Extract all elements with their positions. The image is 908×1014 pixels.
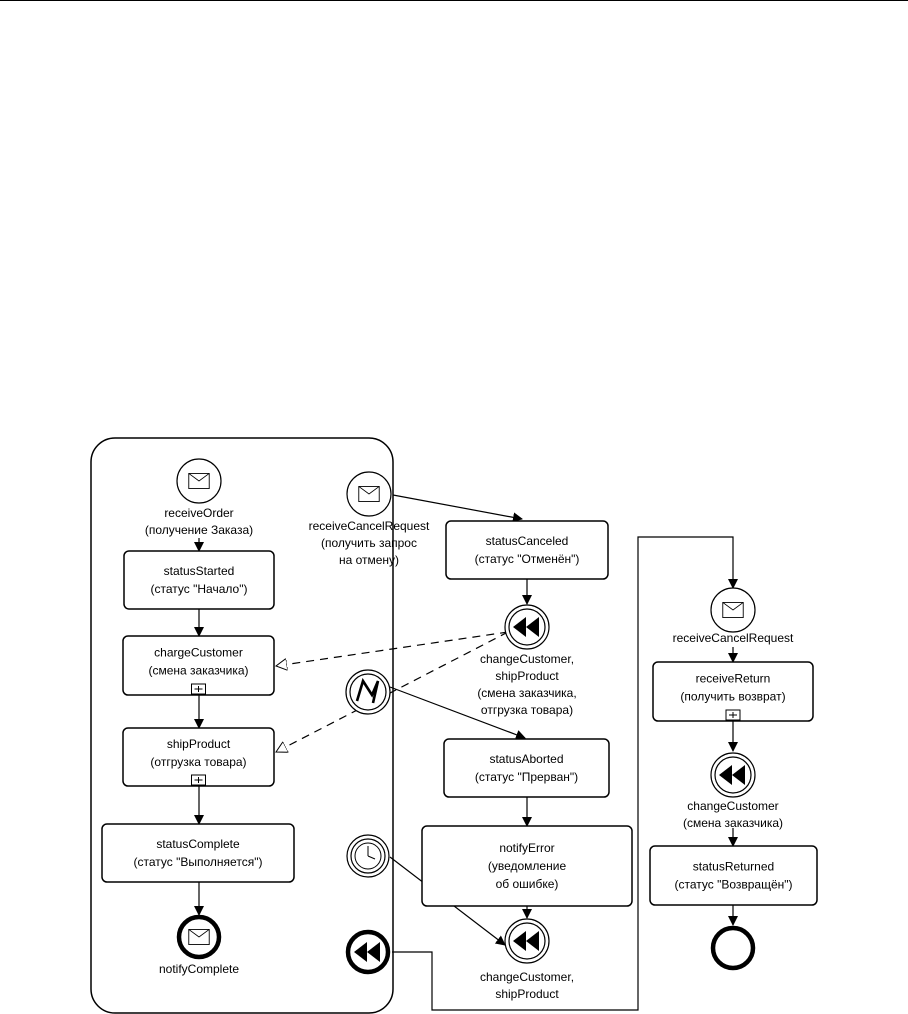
event-compensateCancel[interactable]: changeCustomer, shipProduct (смена заказчи… [477,604,577,717]
task-shipProduct[interactable]: shipProduct (отгрузка товара) [122,727,275,787]
main-process-container [90,437,394,1014]
end-circle-icon [710,925,756,971]
rewind-icon [345,929,391,975]
event-label-line: на отмену) [339,553,399,567]
task-label-line: statusReturned [693,860,774,874]
event-label-line: (смена заказчика, [477,686,576,700]
event-compensation[interactable] [345,929,391,975]
event-label-line: (получение Заказа) [145,523,253,537]
event-label-line: notifyComplete [159,962,239,976]
task-box [445,520,609,580]
compensation-associations [276,631,509,752]
event-endEvent[interactable] [710,925,756,971]
task-label-line: statusStarted [164,564,235,578]
task-label-line: chargeCustomer [154,646,243,660]
clock-icon [346,834,390,878]
tasks-layer: statusStarted (статус "Начало") chargeCust… [101,520,818,907]
event-compensateError[interactable]: changeCustomer, shipProduct [480,918,574,1001]
rewind-icon [710,752,756,798]
event-receiveOrder[interactable]: receiveOrder (получение Заказа) [145,458,253,537]
task-label-line: (получить возврат) [680,690,785,704]
event-label-line: changeCustomer, [480,652,574,666]
envelope-icon [176,914,222,960]
event-compensateReturn[interactable]: changeCustomer (смена заказчика) [683,752,783,830]
event-receiveCancelRequest2[interactable]: receiveCancelRequest [673,587,794,645]
task-statusCanceled[interactable]: statusCanceled (статус "Отменён") [445,520,609,580]
rewind-icon [504,604,550,650]
rewind-icon [504,918,550,964]
task-box [421,825,633,907]
task-chargeCustomer[interactable]: chargeCustomer (смена заказчика) [122,635,275,696]
task-notifyError[interactable]: notifyError (уведомление об ошибке) [421,825,633,907]
subprocess-plus-icon [191,683,206,695]
task-box [101,823,295,883]
task-label-line: (статус "Выполняется") [134,855,263,869]
envelope-icon [346,471,392,517]
lightning-icon [345,669,391,715]
task-label-line: statusAborted [489,752,563,766]
task-label-line: (статус "Начало") [151,582,248,596]
event-label-line: отгрузка товара) [481,703,573,717]
task-label-line: об ошибке) [496,877,559,891]
task-label-line: statusComplete [156,837,240,851]
event-label-line: (смена заказчика) [683,816,783,830]
task-box [122,635,275,696]
task-statusAborted[interactable]: statusAborted (статус "Прерван") [443,738,610,798]
subprocess-plus-icon [191,774,206,786]
task-box [443,738,610,798]
task-label-line: (статус "Прерван") [475,770,578,784]
task-statusStarted[interactable]: statusStarted (статус "Начало") [123,550,275,610]
events-layer: receiveOrder (получение Заказа) notifyComp… [145,458,794,1001]
task-receiveReturn[interactable]: receiveReturn (получить возврат) [652,661,814,722]
subprocess-plus-icon [725,709,741,721]
task-label-line: (статус "Отменён") [475,552,580,566]
task-box [652,661,814,722]
event-label-line: shipProduct [495,987,559,1001]
task-label-line: statusCanceled [486,534,569,548]
envelope-icon [710,587,756,633]
task-label-line: (смена заказчика) [148,664,248,678]
task-label-line: (отгрузка товара) [150,755,246,769]
task-label-line: shipProduct [167,737,231,751]
event-notifyComplete[interactable]: notifyComplete [159,914,239,976]
task-box [649,845,818,906]
task-label-line: (уведомление [488,859,567,873]
event-receiveCancelRequest[interactable]: receiveCancelRequest (получить запрос на о… [309,471,430,567]
task-label-line: (статус "Возвращён") [674,878,792,892]
task-label-line: receiveReturn [696,672,771,686]
task-statusReturned[interactable]: statusReturned (статус "Возвращён") [649,845,818,906]
event-label-line: changeCustomer, [480,970,574,984]
task-label-line: notifyError [499,841,554,855]
event-label-line: receiveCancelRequest [309,519,430,533]
task-statusComplete[interactable]: statusComplete (статус "Выполняется") [101,823,295,883]
event-label-line: shipProduct [495,669,559,683]
event-label-line: receiveCancelRequest [673,631,794,645]
task-box [123,550,275,610]
task-box [122,727,275,787]
envelope-icon [176,458,222,504]
event-label-line: (получить запрос [321,536,417,550]
event-label-line: receiveOrder [164,506,233,520]
event-timer[interactable] [346,834,390,878]
event-error[interactable] [345,669,391,715]
event-label-line: changeCustomer [687,799,778,813]
sequence-flows [194,494,738,1011]
top-border-line [0,0,908,1]
